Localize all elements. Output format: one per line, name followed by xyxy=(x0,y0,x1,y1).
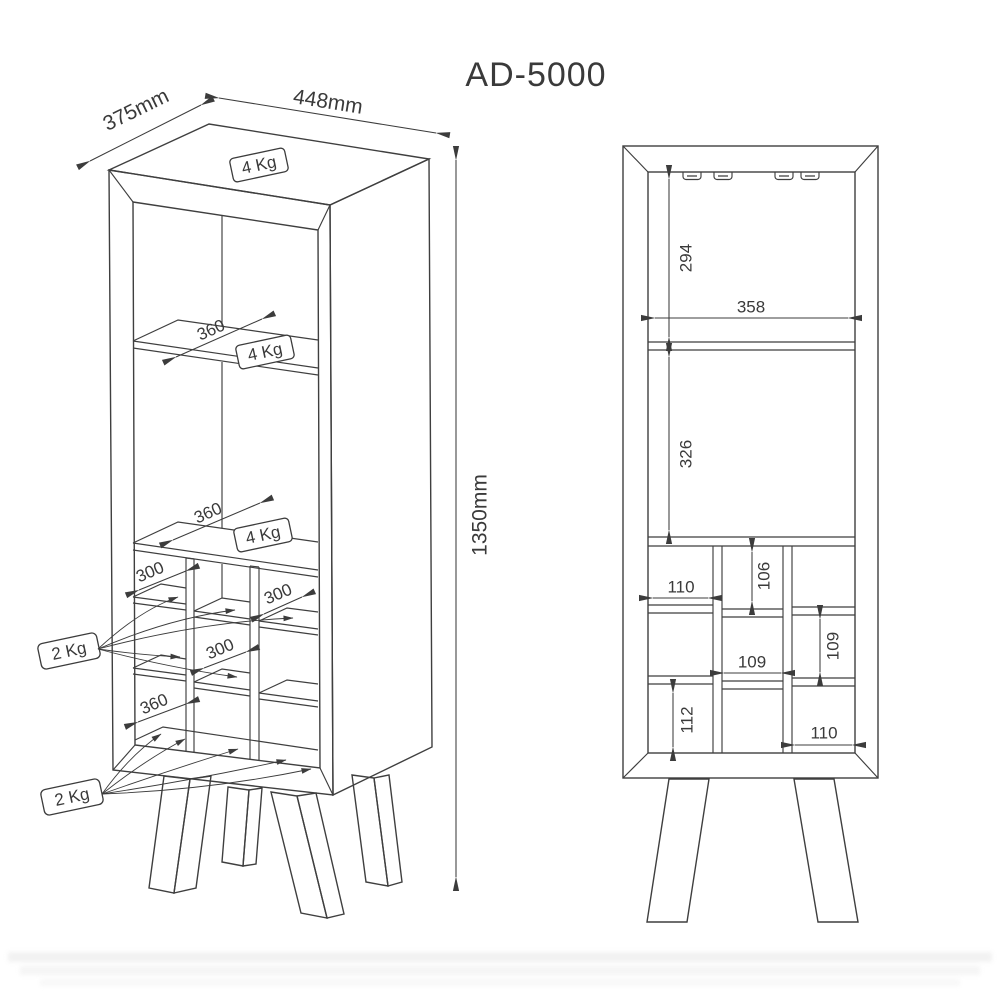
front-dim-cell-mid: 109 xyxy=(738,653,766,672)
front-dim-cell-mid-right: 109 xyxy=(824,632,843,660)
front-dim-cell-bottom-left: 112 xyxy=(678,706,697,733)
load-tag-shelf-mid: 4 Kg xyxy=(233,517,293,553)
stemware-hooks xyxy=(682,172,820,181)
load-tag-shelf-top: 4 Kg xyxy=(235,334,295,370)
front-dim-middle-height: 326 xyxy=(677,440,696,468)
front-frame-outer xyxy=(622,145,879,779)
load-tag-rack-upper: 2 Kg xyxy=(37,632,101,670)
front-rack-divider-right xyxy=(782,546,793,753)
load-tag-top-panel: 4 Kg xyxy=(229,147,289,183)
rack-shelf-mid-1 xyxy=(193,597,251,626)
front-dim-inner-width: 358 xyxy=(737,298,765,317)
front-dim-cell-top-mid: 106 xyxy=(755,562,774,590)
load-tag-rack-lower: 2 Kg xyxy=(40,778,104,816)
front-dim-cell-bottom-right: 110 xyxy=(810,724,837,743)
front-frame-miters xyxy=(622,145,879,779)
watermark-remnant xyxy=(8,952,992,986)
front-elevation-view: 294 358 326 110 106 109 109 112 110 xyxy=(622,145,879,923)
cabinet-legs xyxy=(148,774,403,919)
front-rack-shelves-row2 xyxy=(648,675,855,690)
front-rack-divider-left xyxy=(712,546,723,753)
perspective-dimension-lines xyxy=(76,92,460,891)
front-dim-cell-top-left: 110 xyxy=(667,578,694,597)
rack-shelf-right-2 xyxy=(258,679,319,708)
page-title: AD-5000 xyxy=(465,56,606,94)
front-shelf-top xyxy=(648,341,855,351)
front-dimension-lines xyxy=(639,165,866,761)
front-dim-upper-height: 294 xyxy=(677,244,696,272)
rack-upper-leader-lines xyxy=(97,596,294,679)
front-legs xyxy=(646,778,859,923)
dim-height-label: 1350mm xyxy=(469,474,492,556)
frame-miter-joints xyxy=(108,169,334,796)
front-frame-inner xyxy=(647,171,856,754)
rack-lower-leader-lines xyxy=(101,733,312,795)
